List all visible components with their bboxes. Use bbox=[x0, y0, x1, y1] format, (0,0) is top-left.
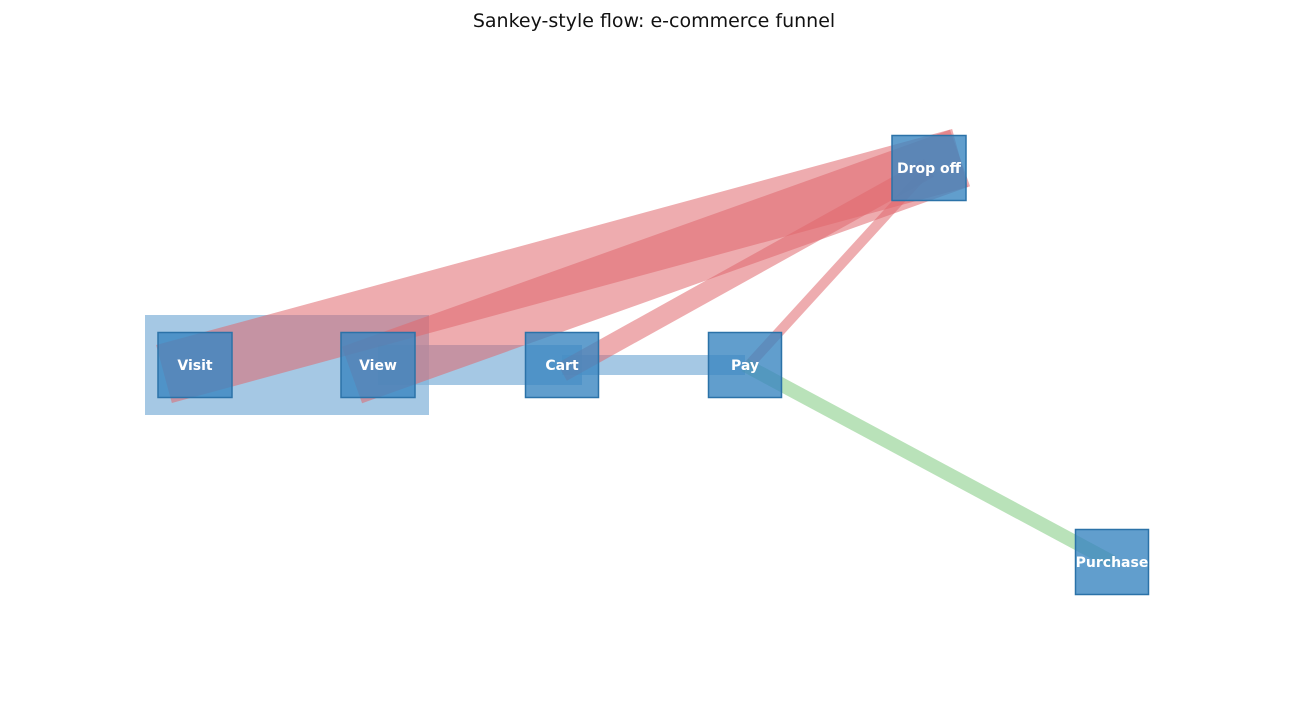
links-layer bbox=[145, 129, 1116, 569]
node-label-view: View bbox=[359, 358, 397, 374]
flow-link-view-to-dropoff bbox=[341, 129, 971, 404]
node-pay: Pay bbox=[707, 331, 783, 399]
node-box-visit bbox=[157, 331, 233, 399]
node-cart: Cart bbox=[524, 331, 600, 399]
flow-link-pay-to-purchase bbox=[741, 358, 1116, 569]
node-visit: Visit bbox=[157, 331, 233, 399]
node-label-purchase: Purchase bbox=[1076, 555, 1149, 571]
node-dropoff: Drop off bbox=[891, 134, 967, 202]
node-box-view bbox=[340, 331, 416, 399]
flow-link-cart-to-dropoff bbox=[557, 159, 934, 381]
node-label-cart: Cart bbox=[545, 358, 579, 374]
node-box-purchase bbox=[1074, 528, 1150, 596]
node-box-dropoff bbox=[891, 134, 967, 202]
node-label-pay: Pay bbox=[731, 358, 759, 374]
diagram-title: Sankey-style flow: e-commerce funnel bbox=[473, 10, 835, 32]
node-label-visit: Visit bbox=[177, 358, 213, 374]
node-box-cart bbox=[524, 331, 600, 399]
node-box-pay bbox=[707, 331, 783, 399]
node-view: View bbox=[340, 331, 416, 399]
node-purchase: Purchase bbox=[1074, 528, 1150, 596]
node-label-dropoff: Drop off bbox=[897, 161, 962, 177]
